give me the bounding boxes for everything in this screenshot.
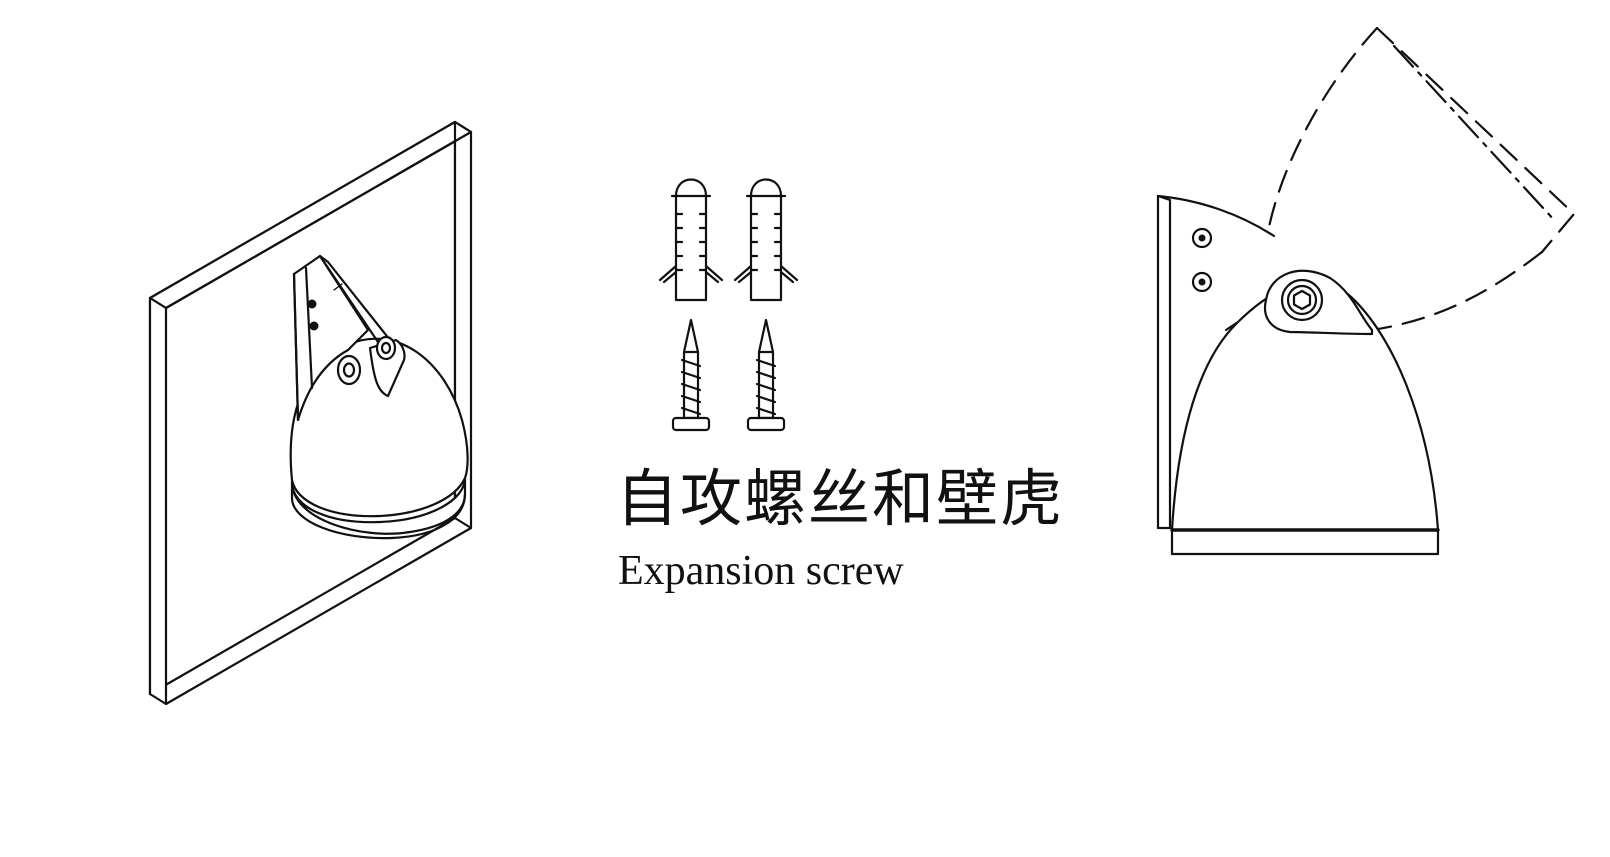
- wall-anchor-right: [733, 178, 799, 302]
- self-tapping-screw-left: [671, 318, 711, 432]
- english-caption: Expansion screw: [618, 548, 904, 594]
- bracket-side-view: [1156, 26, 1576, 556]
- speaker-bracket-isometric: [289, 254, 469, 540]
- chinese-caption: 自攻螺丝和壁虎: [616, 462, 1065, 535]
- self-tapping-screw-right: [746, 318, 786, 432]
- wall-anchor-left: [658, 178, 724, 302]
